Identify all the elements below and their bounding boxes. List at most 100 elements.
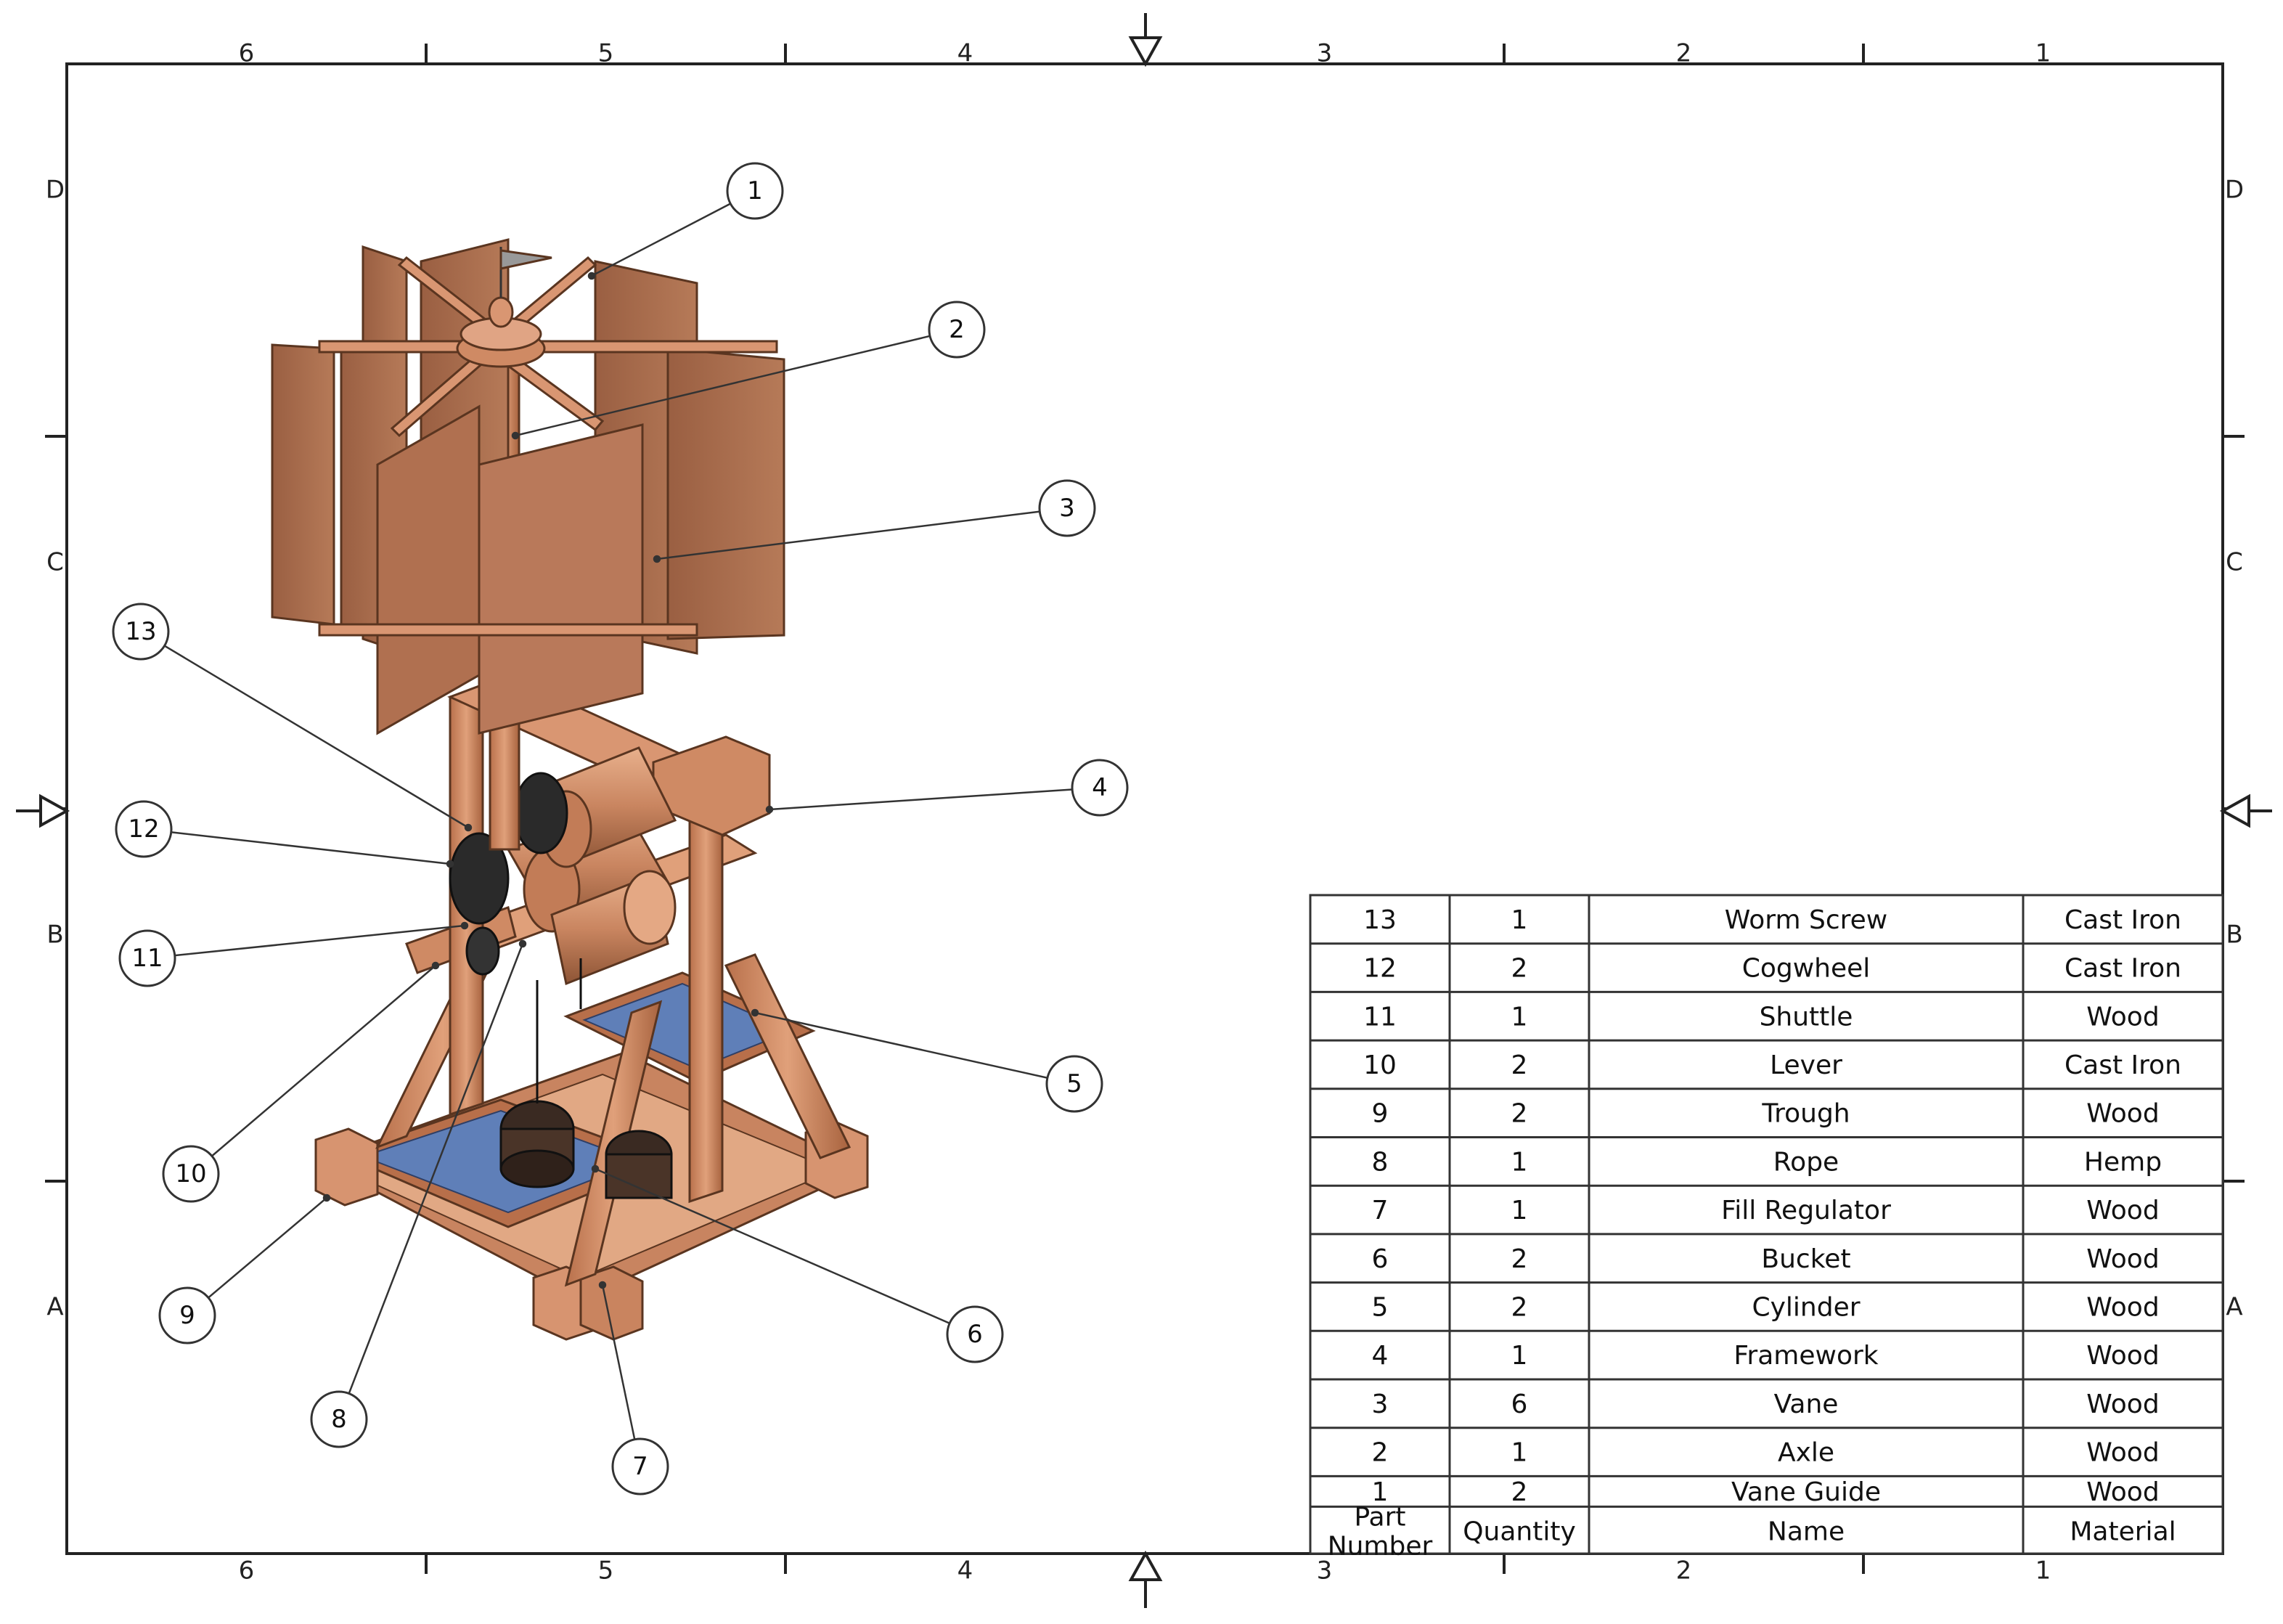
zone-column-label: 5 bbox=[598, 1556, 614, 1586]
bom-cell-quantity: 6 bbox=[1511, 1390, 1528, 1419]
balloon-5: 5 bbox=[1045, 1055, 1103, 1113]
balloon-number: 10 bbox=[175, 1159, 206, 1188]
zone-row-label: A bbox=[46, 1293, 63, 1322]
bom-cell-part-number: 3 bbox=[1372, 1390, 1389, 1419]
bom-cell-part-number: 13 bbox=[1363, 905, 1397, 935]
bom-cell-quantity: 1 bbox=[1511, 1147, 1528, 1177]
zone-row-label: B bbox=[46, 921, 63, 950]
balloon-1: 1 bbox=[726, 162, 784, 220]
bom-cell-quantity: 2 bbox=[1511, 1292, 1528, 1322]
balloon-13: 13 bbox=[112, 603, 170, 661]
leader-lines bbox=[140, 189, 1100, 1467]
balloon-2: 2 bbox=[928, 301, 986, 359]
bom-cell-part-number: 12 bbox=[1363, 954, 1397, 984]
balloon-circle bbox=[112, 603, 170, 661]
bom-cell-name: Shuttle bbox=[1760, 1002, 1853, 1032]
zone-column-label: 2 bbox=[1676, 1556, 1692, 1586]
balloon-circle bbox=[1045, 1055, 1103, 1113]
zone-column-label: 4 bbox=[957, 39, 973, 68]
balloon-number: 4 bbox=[1092, 773, 1108, 802]
bom-header-name: Name bbox=[1768, 1517, 1845, 1547]
balloon-number: 11 bbox=[131, 944, 163, 973]
zone-column-label: 3 bbox=[1317, 1556, 1333, 1586]
bom-cell-quantity: 2 bbox=[1511, 1099, 1528, 1129]
bom-cell-material: Cast Iron bbox=[2064, 954, 2181, 984]
bom-cell-quantity: 2 bbox=[1511, 1477, 1528, 1507]
leader-line bbox=[769, 786, 1100, 811]
balloon-circle bbox=[158, 1286, 216, 1345]
bom-cell-material: Wood bbox=[2086, 1390, 2159, 1419]
vane-hub bbox=[456, 247, 552, 368]
balloon-circle bbox=[928, 301, 986, 359]
centering-arrow-right-icon bbox=[2219, 793, 2272, 828]
windmill-assembly bbox=[271, 238, 869, 1341]
leader-dot bbox=[518, 939, 527, 948]
balloon-7: 7 bbox=[611, 1437, 669, 1496]
balloon-number: 6 bbox=[967, 1320, 983, 1349]
bom-cell-part-number: 7 bbox=[1372, 1196, 1389, 1225]
bom-cell-part-number: 11 bbox=[1363, 1002, 1397, 1032]
leader-line bbox=[338, 943, 524, 1420]
bom-header-part-number-line1: Part bbox=[1354, 1503, 1405, 1533]
bom-cell-material: Wood bbox=[2086, 1099, 2159, 1129]
leader-dot bbox=[598, 1281, 607, 1289]
bom-cell-part-number: 10 bbox=[1363, 1050, 1397, 1080]
bom-header-part-number-line2: Number bbox=[1328, 1532, 1433, 1562]
bom-cell-name: Cylinder bbox=[1752, 1292, 1860, 1322]
bom-cell-name: Worm Screw bbox=[1725, 905, 1887, 935]
leader-dot bbox=[322, 1193, 331, 1202]
zone-column-label: 1 bbox=[2035, 1556, 2051, 1586]
balloon-number: 5 bbox=[1066, 1069, 1082, 1098]
balloon-3: 3 bbox=[1038, 479, 1096, 537]
bom-cell-quantity: 1 bbox=[1511, 1196, 1528, 1225]
zone-row-label: D bbox=[46, 176, 65, 205]
bom-cell-quantity: 2 bbox=[1511, 954, 1528, 984]
zone-column-label: 3 bbox=[1317, 39, 1333, 68]
bom-cell-material: Cast Iron bbox=[2064, 1050, 2181, 1080]
bom-header-material: Material bbox=[2070, 1517, 2176, 1547]
leader-line bbox=[143, 828, 451, 865]
leader-dot bbox=[464, 823, 473, 832]
bom-cell-name: Axle bbox=[1778, 1438, 1834, 1468]
centering-arrow-top-icon bbox=[1128, 13, 1163, 68]
bom-cell-material: Hemp bbox=[2084, 1147, 2162, 1177]
bom-cell-quantity: 1 bbox=[1511, 1341, 1528, 1371]
balloon-4: 4 bbox=[1071, 759, 1129, 817]
balloon-9: 9 bbox=[158, 1286, 216, 1345]
leader-dot bbox=[653, 555, 661, 563]
zone-column-label: 4 bbox=[957, 1556, 973, 1586]
balloon-circle bbox=[946, 1305, 1004, 1363]
bom-cell-name: Framework bbox=[1733, 1341, 1878, 1371]
leader-line bbox=[656, 507, 1068, 560]
bom-cell-material: Wood bbox=[2086, 1477, 2159, 1507]
balloon-circle bbox=[115, 800, 173, 858]
leader-line bbox=[140, 630, 469, 829]
bom-cell-part-number: 2 bbox=[1372, 1438, 1389, 1468]
bom-cell-part-number: 1 bbox=[1372, 1477, 1389, 1507]
leader-line bbox=[601, 1284, 642, 1467]
leader-dot bbox=[460, 921, 469, 930]
zone-column-label: 1 bbox=[2035, 39, 2051, 68]
bom-cell-name: Lever bbox=[1770, 1050, 1842, 1080]
bom-cell-part-number: 5 bbox=[1372, 1292, 1389, 1322]
leader-dot bbox=[587, 272, 596, 280]
zone-row-label: A bbox=[2226, 1293, 2242, 1322]
bom-cell-quantity: 1 bbox=[1511, 1438, 1528, 1468]
balloon-number: 3 bbox=[1059, 494, 1075, 523]
bom-border bbox=[1309, 894, 2224, 1555]
balloon-number: 1 bbox=[747, 176, 763, 205]
bom-cell-quantity: 2 bbox=[1511, 1244, 1528, 1274]
balloon-circle bbox=[310, 1390, 368, 1448]
leader-line bbox=[591, 189, 756, 277]
balloon-10: 10 bbox=[162, 1145, 220, 1203]
